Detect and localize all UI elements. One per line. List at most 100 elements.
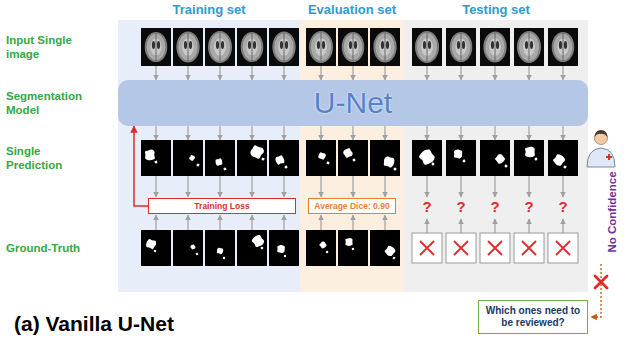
mri-slice xyxy=(269,28,299,66)
flow-arrow xyxy=(528,176,529,197)
flow-arrow xyxy=(528,126,529,140)
flow-arrow xyxy=(494,219,495,233)
mri-slice xyxy=(205,28,235,66)
flow-arrow xyxy=(426,126,427,140)
mri-slice xyxy=(514,28,544,66)
unknown-mark: ? xyxy=(422,199,431,215)
mri-slice xyxy=(412,28,442,66)
flow-arrow xyxy=(460,176,461,197)
missing-ground-truth xyxy=(412,233,442,263)
missing-ground-truth xyxy=(446,233,476,263)
mri-slice xyxy=(173,28,203,66)
flow-arrow xyxy=(426,219,427,233)
flow-arrow xyxy=(251,215,252,230)
mri-slice xyxy=(480,28,510,66)
row-label: Single Prediction xyxy=(6,144,94,172)
flow-arrow xyxy=(155,215,156,230)
prediction-mask xyxy=(480,140,510,176)
metric-box: Average Dice: 0.90 xyxy=(308,198,396,214)
flow-arrow xyxy=(320,66,321,80)
flow-arrow xyxy=(460,126,461,140)
figure-caption: (a) Vanilla U-Net xyxy=(14,312,174,336)
flow-arrow xyxy=(219,176,220,197)
flow-arrow xyxy=(562,126,563,140)
flow-arrow xyxy=(384,176,385,197)
prediction-mask xyxy=(205,140,235,176)
flow-arrow xyxy=(187,126,188,140)
flow-arrow xyxy=(384,126,385,140)
flow-arrow xyxy=(283,176,284,197)
flow-arrow xyxy=(251,66,252,80)
panel-background xyxy=(118,20,300,292)
flow-arrow xyxy=(426,66,427,80)
row-label: Input Single image xyxy=(6,33,94,61)
prediction-mask xyxy=(237,140,267,176)
flow-arrow xyxy=(283,66,284,80)
prediction-mask xyxy=(514,140,544,176)
node-text: U-Net xyxy=(314,86,392,120)
unknown-mark: ? xyxy=(456,199,465,215)
panel-heading: Testing set xyxy=(404,2,588,18)
mri-slice xyxy=(141,28,171,66)
dataset-panel: Average Dice: 0.90Evaluation set xyxy=(300,2,404,290)
node-text: Which ones need to be reviewed? xyxy=(484,305,582,329)
prediction-mask xyxy=(269,140,299,176)
ground-truth-mask xyxy=(338,230,368,266)
flow-arrow xyxy=(187,215,188,230)
mri-slice xyxy=(237,28,267,66)
node-text: Average Dice: 0.90 xyxy=(314,201,389,211)
prediction-mask xyxy=(548,140,578,176)
flow-arrow xyxy=(187,176,188,197)
dataset-panel: Testing set xyxy=(404,2,588,290)
unknown-mark: ? xyxy=(558,199,567,215)
flow-arrow xyxy=(155,66,156,80)
flow-arrow xyxy=(352,66,353,80)
flow-arrow xyxy=(562,66,563,80)
mri-slice xyxy=(370,28,400,66)
flow-arrow xyxy=(155,126,156,140)
flow-arrow xyxy=(283,215,284,230)
mri-slice xyxy=(446,28,476,66)
panel-background xyxy=(300,20,404,292)
row-label: Segmentation Model xyxy=(6,89,94,117)
mri-slice xyxy=(338,28,368,66)
node-text: Training Loss xyxy=(194,201,249,211)
flow-arrow xyxy=(460,66,461,80)
row-label: Ground-Truth xyxy=(6,241,94,255)
panel-background xyxy=(404,20,588,292)
ground-truth-mask xyxy=(173,230,203,266)
flow-arrow xyxy=(320,126,321,140)
unknown-mark: ? xyxy=(524,199,533,215)
dataset-panel: Training Loss Training set xyxy=(118,2,300,290)
prediction-mask xyxy=(173,140,203,176)
flow-arrow xyxy=(251,176,252,197)
mri-slice xyxy=(306,28,336,66)
prediction-mask xyxy=(141,140,171,176)
flow-arrow xyxy=(528,66,529,80)
flow-arrow xyxy=(562,176,563,197)
flow-arrow xyxy=(494,126,495,140)
panel-heading: Training set xyxy=(118,2,300,18)
flow-arrow xyxy=(384,66,385,80)
ground-truth-mask xyxy=(205,230,235,266)
flow-arrow xyxy=(494,176,495,197)
flow-arrow xyxy=(219,66,220,80)
missing-ground-truth xyxy=(548,233,578,263)
flow-arrow xyxy=(219,126,220,140)
dotted-arrow xyxy=(591,264,601,317)
flow-arrow xyxy=(219,215,220,230)
mri-slice xyxy=(548,28,578,66)
prediction-mask xyxy=(412,140,442,176)
flow-arrow xyxy=(528,219,529,233)
flow-arrow xyxy=(562,219,563,233)
ground-truth-mask xyxy=(237,230,267,266)
flow-arrow xyxy=(283,126,284,140)
prediction-mask xyxy=(370,140,400,176)
unknown-mark: ? xyxy=(490,199,499,215)
prediction-mask xyxy=(446,140,476,176)
flow-arrow xyxy=(187,66,188,80)
ground-truth-mask xyxy=(141,230,171,266)
segmentation-model-band: U-Net xyxy=(118,80,588,126)
flow-arrow xyxy=(494,66,495,80)
loss-box: Training Loss xyxy=(148,198,296,214)
